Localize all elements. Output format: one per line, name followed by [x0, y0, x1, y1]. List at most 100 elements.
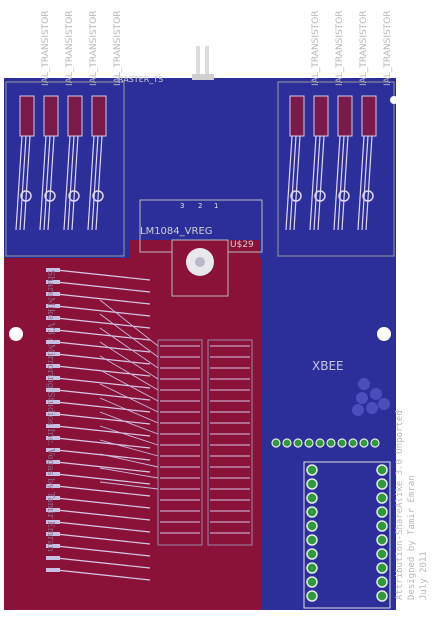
transistor-body: [313, 95, 329, 137]
ic-outline: [157, 339, 203, 546]
fanout-trace: [99, 481, 159, 490]
xbee-pad-left: [306, 506, 318, 518]
raster-pour: [130, 78, 270, 118]
left-trace-pad: [46, 388, 60, 392]
mount-hole-top-right: [390, 96, 398, 104]
transistor-trace: [91, 135, 99, 231]
left-trace: [55, 557, 151, 569]
left-transistor-traces: [15, 95, 107, 231]
transistor-body: [67, 95, 83, 137]
left-trace: [55, 389, 151, 401]
transistor-trace: [289, 135, 297, 231]
left-trace: [55, 461, 151, 473]
transistor-trace: [337, 135, 345, 231]
left-trace-pad: [46, 544, 60, 548]
xbee-pad-group: [303, 461, 391, 609]
fanout-trace: [99, 341, 159, 380]
xbee-pad-left: [306, 576, 318, 588]
left-trace: [55, 269, 151, 281]
xbee-pad-right: [376, 478, 388, 490]
xbee-pad-right: [376, 520, 388, 532]
transistor-trace: [43, 135, 51, 231]
transistor-trace: [71, 135, 79, 231]
left-trace-pad: [46, 520, 60, 524]
xbee-pad-cluster: [352, 378, 390, 416]
transistor-label-r3: IAL_TRANSISTOR: [359, 10, 369, 86]
fanout-trace: [99, 425, 159, 446]
left-trace: [55, 353, 151, 365]
u29-label: U$29: [230, 240, 254, 250]
mount-hole-left: [9, 327, 23, 341]
ic-outline: [207, 339, 253, 546]
transistor-trace: [313, 135, 321, 231]
fanout-trace: [99, 439, 159, 457]
left-trace-pad: [46, 268, 60, 272]
pin-2-label: 2: [198, 202, 202, 210]
fanout-trace: [99, 411, 159, 435]
fanout-trace: [99, 369, 159, 402]
transistor-via: [362, 190, 374, 202]
left-trace-pad: [46, 412, 60, 416]
xbee-pad-left: [306, 562, 318, 574]
left-trace-pad: [46, 484, 60, 488]
transistor-via: [338, 190, 350, 202]
xbee-pad-right: [376, 576, 388, 588]
transistor-via: [290, 190, 302, 202]
left-trace-group: [46, 268, 151, 581]
left-trace-pad: [46, 556, 60, 560]
xbee-pad-left: [306, 548, 318, 560]
transistor-via: [68, 190, 80, 202]
left-trace-pad: [46, 424, 60, 428]
transistor-trace: [15, 135, 23, 231]
transistor-label-l1: IAL_TRANSISTOR: [41, 10, 51, 86]
raster-label: RASTER_TS: [118, 75, 163, 84]
transistor-label-r4: IAL_TRANSISTOR: [383, 10, 393, 86]
mount-hole-right: [377, 327, 391, 341]
xbee-label: XBEE: [312, 359, 344, 373]
xbee-pad-right: [376, 464, 388, 476]
transistor-trace: [63, 135, 71, 231]
left-trace-pad: [46, 352, 60, 356]
transistor-trace: [39, 135, 47, 231]
transistor-body: [19, 95, 35, 137]
left-trace-pad: [46, 532, 60, 536]
transistor-trace: [67, 135, 75, 231]
credits-block: Attribution-ShareAlike 3.0 Unported Desi…: [395, 410, 429, 600]
pin-3-label: 3: [180, 202, 184, 210]
left-trace-pad: [46, 460, 60, 464]
raster-pin-2: [205, 46, 209, 78]
xbee-pad-left: [306, 534, 318, 546]
transistor-trace: [285, 135, 293, 231]
fanout-trace: [99, 467, 159, 479]
pin-1-label: 1: [214, 202, 218, 210]
header-pad: [348, 438, 358, 448]
left-trace: [55, 401, 151, 413]
left-trace: [55, 425, 151, 437]
transistor-label-l4: IAL_TRANSISTOR: [113, 10, 123, 86]
transistor-trace: [361, 135, 369, 231]
right-transistor-traces: [285, 95, 377, 231]
xbee-pad-right: [376, 562, 388, 574]
left-trace: [55, 533, 151, 545]
vertical-credit-text: ShareMike V3 / Mirroring Studios Inc. Ve…: [45, 270, 55, 552]
left-trace-pad: [46, 304, 60, 308]
left-trace-pad: [46, 292, 60, 296]
left-trace: [55, 329, 151, 341]
transistor-trace: [365, 135, 373, 231]
xbee-footprint-outline: [303, 461, 391, 609]
left-trace-pad: [46, 400, 60, 404]
raster-pin-1: [196, 46, 200, 78]
left-trace: [55, 497, 151, 509]
header-pad: [315, 438, 325, 448]
transistor-label-r1: IAL_TRANSISTOR: [311, 10, 321, 86]
left-vertical-label: ShareMike V3 / Mirroring Studios Inc. Ve…: [45, 270, 55, 552]
fanout-trace: [99, 327, 159, 369]
left-trace: [55, 341, 151, 353]
fanout-trace: [99, 355, 159, 391]
left-trace-pad: [46, 376, 60, 380]
left-trace-pad: [46, 316, 60, 320]
header-pad: [359, 438, 369, 448]
transistor-trace: [47, 135, 55, 231]
